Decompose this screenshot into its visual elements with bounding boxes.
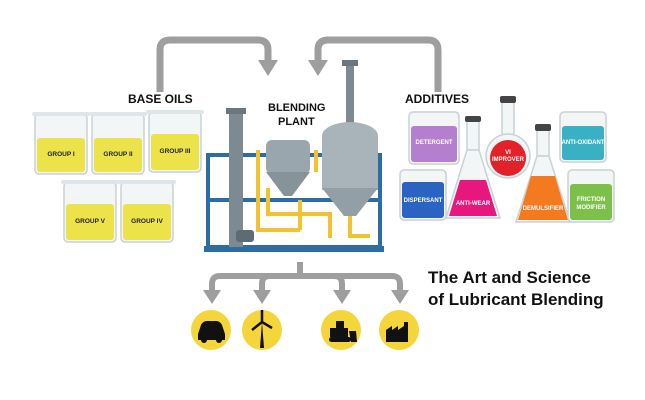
factory-icon [379, 310, 419, 350]
blending-plant [204, 60, 384, 252]
detergent-label: DETERGENT [415, 140, 453, 146]
beaker-group-4 [118, 180, 176, 243]
additive-containers [399, 96, 615, 223]
friction-modifier-label-line1: FRICTION [576, 197, 606, 203]
vi-improver-label-line2: IMPROVER [491, 157, 524, 163]
beaker-group-2 [89, 112, 147, 175]
demulsifier-label: DEMULSIFIER [522, 206, 564, 212]
beaker-group-3 [146, 110, 204, 173]
arrow-additives-to-plant [314, 36, 442, 92]
base-oil-group-3-label: GROUP III [159, 148, 191, 155]
base-oil-beakers [32, 110, 204, 243]
title-line1: The Art and Science [428, 268, 591, 287]
friction-modifier-label-line2: MODIFIER [576, 205, 606, 211]
arrow-base-oils-to-plant [156, 36, 272, 92]
base-oil-group-4-label: GROUP IV [131, 218, 163, 225]
arrow-additives-head [308, 60, 328, 76]
beaker-group-1 [32, 112, 90, 175]
base-oil-group-5-label: GROUP V [75, 218, 105, 225]
beaker-group-5 [61, 180, 119, 243]
output-arrows [209, 262, 403, 292]
wind-turbine-icon [242, 310, 282, 350]
base-oil-group-2-label: GROUP II [103, 151, 133, 158]
additives-label: ADDITIVES [405, 92, 470, 106]
anti-oxidant-label: ANTI-OXIDANT [561, 140, 605, 146]
blending-label-line1: BLENDING [268, 102, 326, 114]
blending-label-line2: PLANT [278, 116, 315, 128]
car-icon [191, 310, 231, 350]
title-line2: of Lubricant Blending [428, 290, 604, 309]
base-oil-group-1-label: GROUP I [47, 151, 75, 158]
output-arrow-heads [203, 290, 409, 304]
arrow-base-oils-head [258, 60, 278, 76]
output-icons [191, 310, 419, 350]
base-oils-label: BASE OILS [128, 92, 193, 106]
anti-wear-label: ANTI-WEAR [455, 201, 491, 207]
dispersant-label: DISPERSANT [403, 198, 443, 204]
vi-improver-label-line1: VI [505, 150, 511, 156]
bulldozer-icon [321, 310, 361, 350]
